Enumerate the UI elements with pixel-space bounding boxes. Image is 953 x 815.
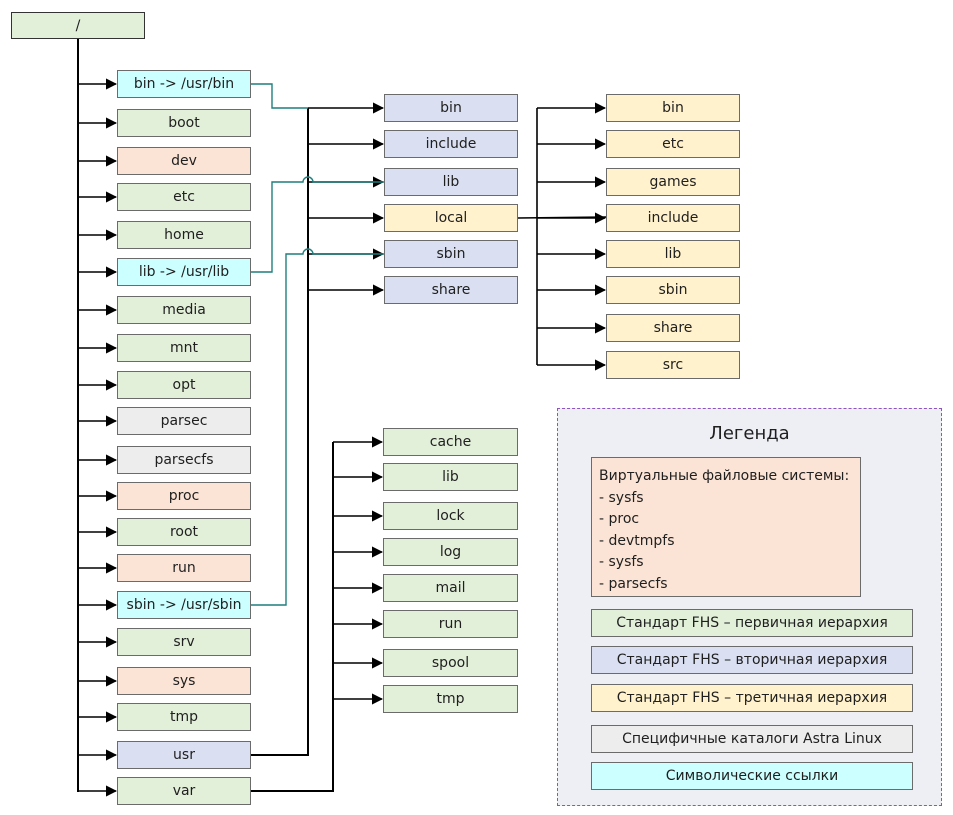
usr-sbin[interactable]: sbin bbox=[384, 240, 518, 268]
var-tmp[interactable]: tmp bbox=[383, 685, 518, 713]
local-include[interactable]: include bbox=[606, 204, 740, 232]
usr-share[interactable]: share bbox=[384, 276, 518, 304]
legend-secondary-hierarchy: Стандарт FHS – вторичная иерархия bbox=[591, 646, 913, 674]
legend-vfs-item: - parsecfs bbox=[599, 575, 668, 592]
legend-vfs-title: Виртуальные файловые системы: bbox=[599, 468, 850, 484]
dir-var[interactable]: var bbox=[117, 777, 251, 805]
dir-proc[interactable]: proc bbox=[117, 482, 251, 510]
var-lock[interactable]: lock bbox=[383, 502, 518, 530]
legend-virtual-fs: Виртуальные файловые системы: - sysfs - … bbox=[591, 457, 861, 597]
dir-opt[interactable]: opt bbox=[117, 371, 251, 399]
dir-parsecfs[interactable]: parsecfs bbox=[117, 446, 251, 474]
usr-bin[interactable]: bin bbox=[384, 94, 518, 122]
dir-lib-usr-lib[interactable]: lib -> /usr/lib bbox=[117, 258, 251, 286]
local-src[interactable]: src bbox=[606, 351, 740, 379]
local-sbin[interactable]: sbin bbox=[606, 276, 740, 304]
dir-home[interactable]: home bbox=[117, 221, 251, 249]
local-bin[interactable]: bin bbox=[606, 94, 740, 122]
legend-primary-hierarchy: Стандарт FHS – первичная иерархия bbox=[591, 609, 913, 637]
usr-local[interactable]: local bbox=[384, 204, 518, 232]
usr-lib[interactable]: lib bbox=[384, 168, 518, 196]
dir-etc[interactable]: etc bbox=[117, 183, 251, 211]
var-mail[interactable]: mail bbox=[383, 574, 518, 602]
dir-boot[interactable]: boot bbox=[117, 109, 251, 137]
legend-astra-specific: Специфичные каталоги Astra Linux bbox=[591, 725, 913, 753]
symlink-bin bbox=[251, 83, 308, 109]
legend-vfs-item: - devtmpfs bbox=[599, 532, 675, 549]
dir-root[interactable]: root bbox=[117, 518, 251, 546]
dir-parsec[interactable]: parsec bbox=[117, 407, 251, 435]
dir-sys[interactable]: sys bbox=[117, 667, 251, 695]
dir-run[interactable]: run bbox=[117, 554, 251, 582]
legend-tertiary-hierarchy: Стандарт FHS – третичная иерархия bbox=[591, 684, 913, 712]
var-cache[interactable]: cache bbox=[383, 428, 518, 456]
dir-media[interactable]: media bbox=[117, 296, 251, 324]
dir-tmp[interactable]: tmp bbox=[117, 703, 251, 731]
dir-usr[interactable]: usr bbox=[117, 741, 251, 769]
var-trunk bbox=[251, 442, 334, 792]
dir-bin-usr-bin[interactable]: bin -> /usr/bin bbox=[117, 70, 251, 98]
dir-dev[interactable]: dev bbox=[117, 147, 251, 175]
dir-srv[interactable]: srv bbox=[117, 628, 251, 656]
legend-vfs-item: - proc bbox=[599, 511, 640, 527]
local-lib[interactable]: lib bbox=[606, 240, 740, 268]
local-etc[interactable]: etc bbox=[606, 130, 740, 158]
symlink-sbin bbox=[251, 248, 384, 606]
local-games[interactable]: games bbox=[606, 168, 740, 196]
legend-symlinks: Символические ссылки bbox=[591, 762, 913, 790]
var-lib[interactable]: lib bbox=[383, 463, 518, 491]
var-log[interactable]: log bbox=[383, 538, 518, 566]
usr-trunk bbox=[251, 108, 309, 756]
local-share[interactable]: share bbox=[606, 314, 740, 342]
root-dir[interactable]: / bbox=[11, 12, 145, 39]
legend-panel: Легенда Виртуальные файловые системы: - … bbox=[557, 408, 942, 806]
var-spool[interactable]: spool bbox=[383, 649, 518, 677]
var-run[interactable]: run bbox=[383, 610, 518, 638]
dir-mnt[interactable]: mnt bbox=[117, 334, 251, 362]
legend-vfs-item: - sysfs bbox=[599, 489, 644, 506]
symlink-lib bbox=[251, 176, 384, 273]
usr-include[interactable]: include bbox=[384, 130, 518, 158]
legend-title: Легенда bbox=[709, 423, 790, 444]
legend-vfs-item: - sysfs bbox=[599, 554, 644, 570]
dir-sbin-usr-sbin[interactable]: sbin -> /usr/sbin bbox=[117, 591, 251, 619]
